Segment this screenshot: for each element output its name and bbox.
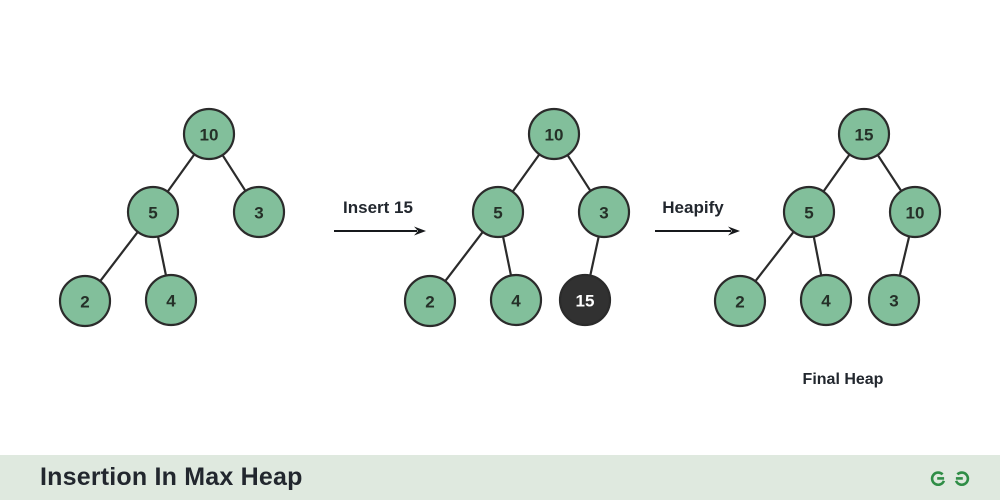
- tree-node-label: 5: [804, 204, 813, 223]
- tree-node[interactable]: [182, 107, 236, 161]
- tree-node[interactable]: [799, 273, 853, 327]
- tree-node-label: 10: [545, 126, 564, 145]
- tree-node-label: 3: [889, 292, 898, 311]
- tree-node[interactable]: [58, 274, 112, 328]
- tree-node[interactable]: [471, 185, 525, 239]
- tree-edge: [156, 234, 168, 278]
- tree-edge: [812, 234, 823, 278]
- tree-edge: [220, 153, 248, 193]
- arrows-layer: [334, 226, 740, 236]
- tree-edge: [821, 152, 852, 194]
- tree-caption: Final Heap: [803, 371, 884, 388]
- tree-node-label: 4: [511, 292, 521, 311]
- nodes-layer: [58, 107, 942, 328]
- tree-node-label: 10: [906, 204, 925, 223]
- step-arrow-head-heapify: [728, 226, 740, 236]
- tree-node[interactable]: [126, 185, 180, 239]
- edges-layer: [98, 152, 911, 284]
- tree-node-label: 4: [821, 292, 831, 311]
- tree-edge: [588, 234, 601, 278]
- step-label-insert-15: Insert 15: [343, 198, 413, 217]
- tree-node[interactable]: [713, 274, 767, 328]
- tree-node-label: 5: [493, 204, 502, 223]
- tree-node[interactable]: [837, 107, 891, 161]
- tree-node-label: 2: [735, 293, 744, 312]
- tree-node[interactable]: [144, 273, 198, 327]
- tree-node[interactable]: [782, 185, 836, 239]
- tree-node[interactable]: [232, 185, 286, 239]
- tree-node-label: 5: [148, 204, 157, 223]
- step-arrow-head-insert-15: [414, 226, 426, 236]
- footer-title: Insertion In Max Heap: [40, 463, 303, 491]
- tree-edge: [510, 152, 542, 194]
- tree-edge: [898, 234, 911, 278]
- tree-edge: [565, 153, 593, 193]
- tree-edge: [753, 229, 796, 284]
- tree-node[interactable]: [888, 185, 942, 239]
- tree-node[interactable]: [489, 273, 543, 327]
- step-label-heapify: Heapify: [662, 198, 724, 217]
- tree-edge: [876, 152, 903, 194]
- tree-node-label: 15: [576, 292, 595, 311]
- tree-node-label: 2: [425, 293, 434, 312]
- geeksforgeeks-logo: [930, 470, 970, 486]
- tree-node-label: 2: [80, 293, 89, 312]
- tree-edge: [98, 229, 140, 284]
- tree-node-label: 15: [855, 126, 874, 145]
- tree-edge: [165, 152, 197, 194]
- tree-node[interactable]: [577, 185, 631, 239]
- footer-bar: Insertion In Max Heap: [0, 455, 1000, 500]
- tree-node-label: 3: [254, 204, 263, 223]
- tree-node[interactable]: [403, 274, 457, 328]
- tree-node-label: 4: [166, 292, 176, 311]
- tree-node-highlighted[interactable]: [558, 273, 612, 327]
- tree-edge: [501, 234, 513, 278]
- tree-node-label: 10: [200, 126, 219, 145]
- tree-node[interactable]: [527, 107, 581, 161]
- tree-node[interactable]: [867, 273, 921, 327]
- tree-node-label: 3: [599, 204, 608, 223]
- tree-edge: [443, 229, 485, 284]
